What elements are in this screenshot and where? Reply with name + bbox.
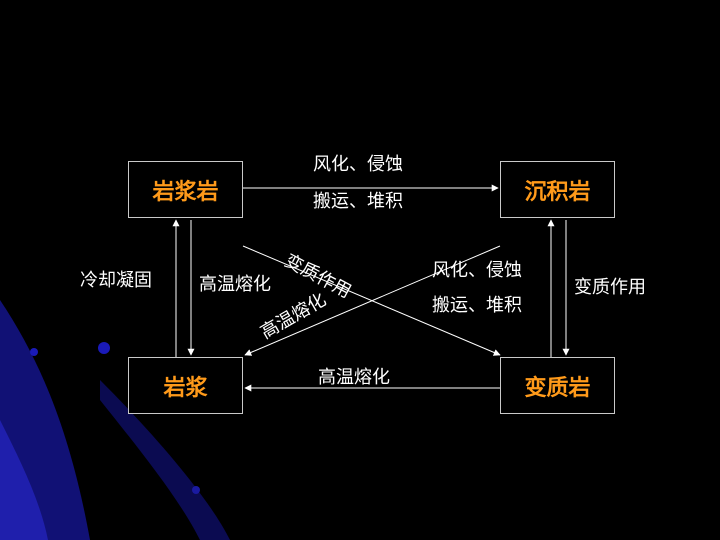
node-label: 岩浆岩 bbox=[152, 179, 219, 205]
node-sedimentary-rock: 沉积岩 bbox=[500, 161, 615, 218]
label-transport-top: 搬运、堆积 bbox=[313, 191, 403, 212]
node-magmatic-rock: 岩浆岩 bbox=[128, 161, 243, 218]
node-label: 沉积岩 bbox=[524, 179, 591, 205]
label-weathering-top: 风化、侵蚀 bbox=[313, 154, 403, 175]
node-label: 变质岩 bbox=[524, 375, 591, 401]
label-cooling: 冷却凝固 bbox=[80, 270, 152, 291]
node-label: 岩浆 bbox=[163, 375, 208, 401]
node-magma: 岩浆 bbox=[128, 357, 243, 414]
label-melting-left: 高温熔化 bbox=[199, 274, 271, 295]
label-transport-center: 搬运、堆积 bbox=[432, 295, 522, 316]
label-metamorphism-right: 变质作用 bbox=[574, 277, 646, 298]
arrow-sedimentary-to-magma bbox=[244, 245, 501, 356]
label-melting-bottom: 高温熔化 bbox=[318, 367, 390, 388]
label-weathering-center: 风化、侵蚀 bbox=[432, 260, 522, 281]
node-metamorphic-rock: 变质岩 bbox=[500, 357, 615, 414]
